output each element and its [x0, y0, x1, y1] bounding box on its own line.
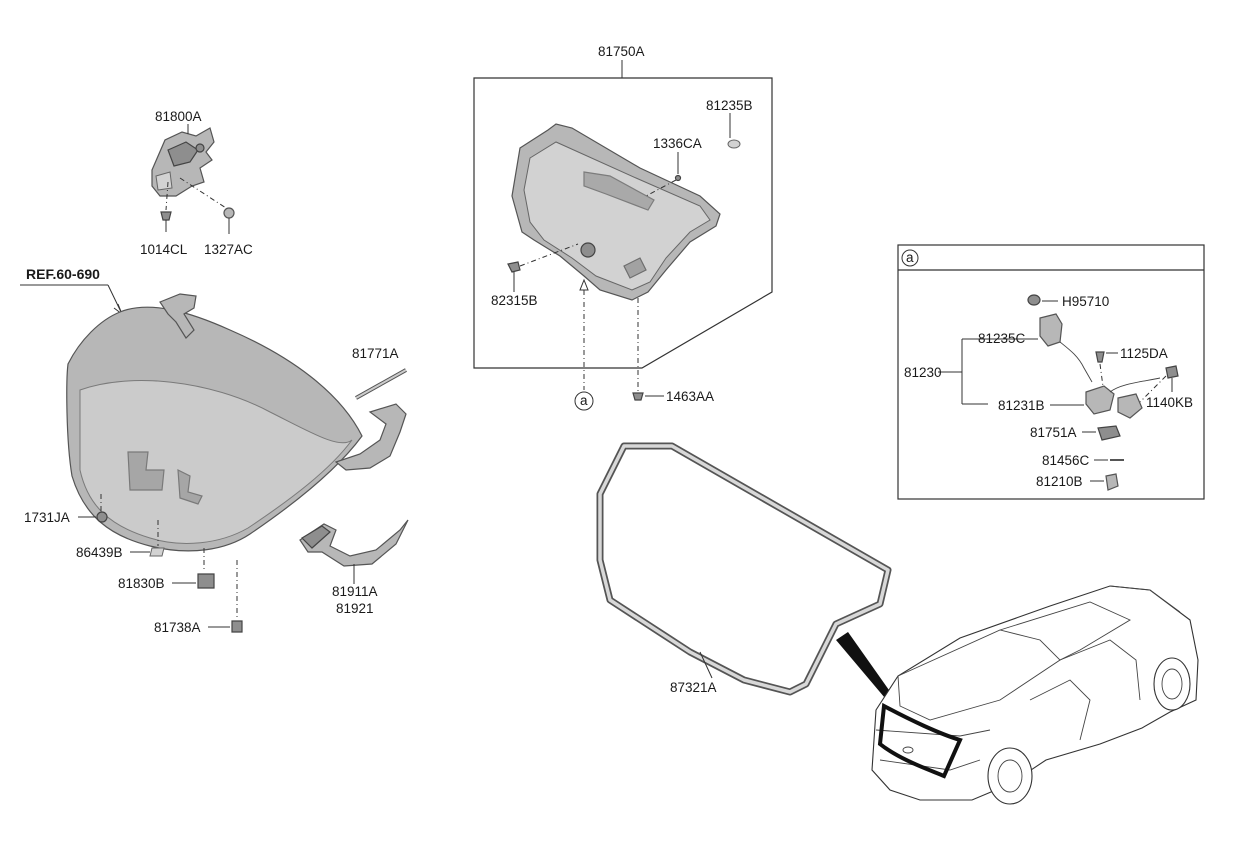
label-86439B: 86439B	[76, 545, 123, 560]
location-pointer-arrow	[836, 632, 896, 704]
trunk-lid-trim-81750A	[511, 123, 721, 301]
fastener-82315B	[507, 261, 521, 273]
bumper-81738A	[231, 620, 243, 633]
grommet-81235B	[727, 139, 741, 149]
label-81738A: 81738A	[154, 620, 201, 635]
label-81456C: 81456C	[1042, 453, 1090, 468]
bolt-1140KB	[1165, 365, 1179, 379]
bolt-1125DA	[1095, 351, 1105, 363]
clip-1731JA	[96, 511, 108, 523]
label-1731JA: 1731JA	[24, 510, 70, 525]
label-1336CA: 1336CA	[653, 136, 702, 151]
label-1014CL: 1014CL	[140, 242, 188, 257]
cap-H95710	[1027, 294, 1041, 306]
nut-1327AC	[223, 207, 235, 234]
label-81210B: 81210B	[1036, 474, 1083, 489]
label-81230: 81230	[904, 365, 942, 380]
label-81750A: 81750A	[598, 44, 645, 59]
screw-1463AA	[632, 392, 644, 401]
latch-81231B	[1085, 377, 1161, 419]
label-82315B: 82315B	[491, 293, 538, 308]
label-81921: 81921	[336, 601, 374, 616]
label-81235B: 81235B	[706, 98, 753, 113]
label-H95710: H95710	[1062, 294, 1109, 309]
detail-box-a: a	[897, 244, 1205, 500]
pad-86439B	[149, 547, 165, 557]
label-87321A: 87321A	[670, 680, 717, 695]
trim-group-frame	[473, 77, 773, 369]
label-81771A: 81771A	[352, 346, 399, 361]
switch-81830B	[197, 573, 215, 589]
label-1327AC: 1327AC	[204, 242, 253, 257]
label-81751A: 81751A	[1030, 425, 1077, 440]
label-81235C: 81235C	[978, 331, 1026, 346]
callout-a: a	[580, 393, 588, 408]
label-81911A: 81911A	[332, 584, 378, 599]
label-1125DA: 1125DA	[1120, 346, 1168, 361]
gas-stay-81771A	[355, 368, 407, 400]
callout-a-detail: a	[906, 250, 914, 265]
hinge-arm-left	[159, 293, 197, 339]
ref-label: REF.60-690	[26, 266, 100, 282]
hinge-arm-right	[334, 403, 407, 471]
label-81830B: 81830B	[118, 576, 165, 591]
hinge-assembly-81800A	[151, 127, 215, 197]
clip-1336CA	[674, 174, 682, 182]
weatherstrip-87321A	[596, 442, 892, 696]
switch-81751A	[1097, 425, 1121, 441]
latch-81235C	[1039, 313, 1093, 383]
label-1140KB: 1140KB	[1146, 395, 1193, 410]
garnish-81911A	[299, 519, 409, 567]
label-81231B: 81231B	[998, 398, 1045, 413]
label-1463AA: 1463AA	[666, 389, 714, 404]
bolt-1014CL	[160, 211, 172, 232]
cylinder-81210B	[1105, 473, 1119, 491]
label-81800A: 81800A	[155, 109, 202, 124]
trunk-lid-panel	[66, 306, 363, 552]
vehicle-illustration	[871, 585, 1199, 805]
